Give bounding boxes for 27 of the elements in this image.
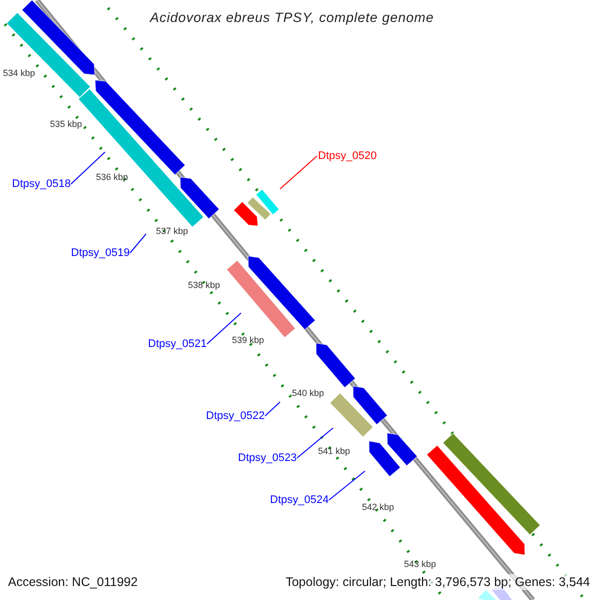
- gene-label: Dtpsy_0521: [148, 337, 207, 351]
- leader-line: [70, 152, 106, 184]
- tick-label: 536 kbp: [96, 172, 128, 183]
- gene-label: Dtpsy_0518: [12, 177, 71, 191]
- gene-label: Dtpsy_0520: [318, 149, 377, 163]
- leader-line: [280, 156, 318, 190]
- leader-line: [296, 428, 334, 458]
- leader-line: [130, 234, 146, 254]
- leader-line: [328, 470, 366, 500]
- tick-label: 543 kbp: [404, 559, 436, 570]
- gene-label: Dtpsy_0519: [71, 246, 130, 260]
- tick-label: 534 kbp: [3, 68, 36, 79]
- gene-label: Dtpsy_0524: [270, 493, 329, 507]
- title: Acidovorax ebreus TPSY, complete genome: [150, 9, 434, 27]
- leader-line: [264, 402, 280, 416]
- tick-label: 540 kbp: [292, 388, 324, 399]
- tick-label: 535 kbp: [50, 119, 82, 130]
- tick-label: 542 kbp: [362, 502, 394, 513]
- gene-label: Dtpsy_0523: [238, 451, 297, 465]
- accession-text: Accession: NC_011992: [8, 574, 138, 590]
- tick-label: 541 kbp: [318, 446, 350, 457]
- tick-label: 539 kbp: [232, 335, 264, 346]
- tick-label: 538 kbp: [188, 280, 220, 291]
- leader-line: [206, 312, 242, 344]
- gene-label: Dtpsy_0522: [206, 409, 265, 423]
- tick-label: 537 kbp: [156, 226, 188, 237]
- genome-summary-text: Topology: circular; Length: 3,796,573 bp; Genes: 3,544: [286, 574, 590, 590]
